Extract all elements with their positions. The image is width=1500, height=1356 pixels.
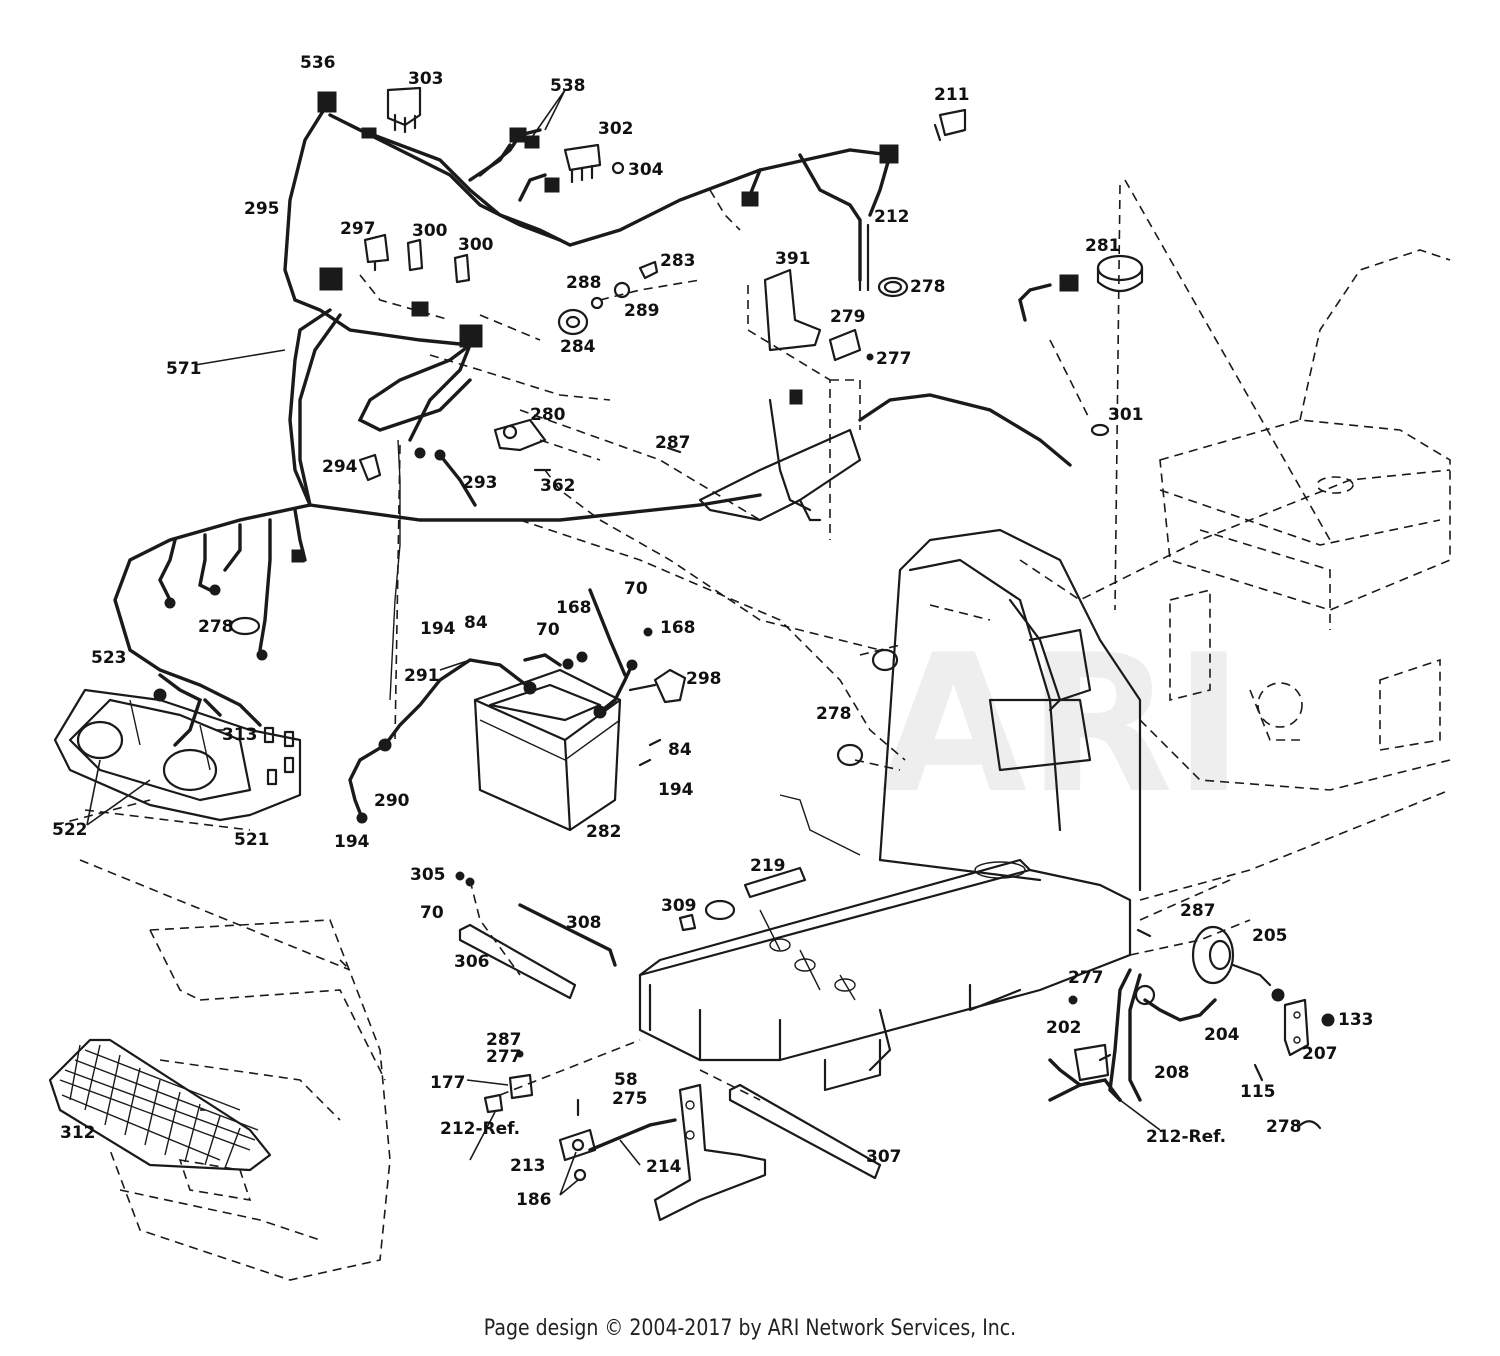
part-label: 302 bbox=[598, 119, 634, 139]
part-label: 214 bbox=[646, 1157, 682, 1177]
guide-lines bbox=[359, 189, 1091, 771]
part-label: 293 bbox=[462, 473, 498, 493]
part-label: 522 bbox=[52, 820, 88, 840]
switch-icon bbox=[358, 86, 1144, 540]
part-label: 291 bbox=[404, 666, 440, 686]
copyright-footer: Page design © 2004-2017 by ARI Network S… bbox=[483, 1316, 1017, 1341]
part-label: 278 bbox=[1266, 1117, 1302, 1137]
part-label: 289 bbox=[624, 301, 660, 321]
grommet-icons bbox=[229, 616, 899, 767]
part-label: 287 bbox=[1180, 901, 1216, 921]
part-label: 283 bbox=[660, 251, 696, 271]
part-label: 278 bbox=[816, 704, 852, 724]
part-label: 194 bbox=[334, 832, 370, 852]
part-label: 177 bbox=[430, 1073, 466, 1093]
part-label: 305 bbox=[410, 865, 446, 885]
part-label: 70 bbox=[420, 903, 444, 923]
part-label: 168 bbox=[660, 618, 696, 638]
part-label: 70 bbox=[536, 620, 560, 640]
part-label: 168 bbox=[556, 598, 592, 618]
hood-grille-icon bbox=[48, 919, 391, 1281]
part-label: 207 bbox=[1302, 1044, 1338, 1064]
horn-icon bbox=[1048, 879, 1335, 1130]
part-label: 205 bbox=[1252, 926, 1288, 946]
part-label: 294 bbox=[322, 457, 358, 477]
part-label: 298 bbox=[686, 669, 722, 689]
part-label: 287 bbox=[655, 433, 691, 453]
leader-lines bbox=[86, 89, 1161, 1196]
part-label: 281 bbox=[1085, 236, 1121, 256]
part-label: 208 bbox=[1154, 1063, 1190, 1083]
part-label: 313 bbox=[222, 725, 258, 745]
wiring-harness-icon bbox=[113, 91, 1079, 747]
watermark: ARI bbox=[880, 614, 1244, 835]
part-label: 290 bbox=[374, 791, 410, 811]
part-label: 308 bbox=[566, 913, 602, 933]
part-label: 275 bbox=[612, 1089, 648, 1109]
part-label: 70 bbox=[624, 579, 648, 599]
part-label: 303 bbox=[408, 69, 444, 89]
part-label: 280 bbox=[530, 405, 566, 425]
part-label: 301 bbox=[1108, 405, 1144, 425]
part-label: 521 bbox=[234, 830, 270, 850]
parts-diagram: ARI bbox=[48, 53, 1451, 1281]
cable-icon bbox=[348, 439, 687, 824]
part-label: 523 bbox=[91, 648, 127, 668]
part-label: 212-Ref. bbox=[440, 1119, 520, 1139]
part-label: 304 bbox=[628, 160, 664, 180]
part-label: 133 bbox=[1338, 1010, 1374, 1030]
part-label: 362 bbox=[540, 476, 576, 496]
part-label: 297 bbox=[340, 219, 376, 239]
part-label: 202 bbox=[1046, 1018, 1082, 1038]
part-label: 295 bbox=[244, 199, 280, 219]
part-label: 300 bbox=[412, 221, 448, 241]
part-label: 115 bbox=[1240, 1082, 1276, 1102]
part-label: 278 bbox=[198, 617, 234, 637]
part-label: 277 bbox=[876, 349, 912, 369]
part-label: 306 bbox=[454, 952, 490, 972]
part-label: 219 bbox=[750, 856, 786, 876]
part-label: 194 bbox=[420, 619, 456, 639]
part-label: 84 bbox=[668, 740, 692, 760]
battery-icon bbox=[473, 668, 622, 832]
part-label: 212 bbox=[874, 207, 910, 227]
part-label: 536 bbox=[300, 53, 336, 73]
part-label: 204 bbox=[1204, 1025, 1240, 1045]
part-label: 58 bbox=[614, 1070, 638, 1090]
part-label: 309 bbox=[661, 896, 697, 916]
part-label: 194 bbox=[658, 780, 694, 800]
lower-front-parts bbox=[79, 859, 882, 1222]
part-label: 277 bbox=[1068, 968, 1104, 988]
frame-icon bbox=[638, 528, 1142, 1092]
part-label: 538 bbox=[550, 76, 586, 96]
part-label: 284 bbox=[560, 337, 596, 357]
part-label: 300 bbox=[458, 235, 494, 255]
rear-body-outline bbox=[1019, 469, 1451, 956]
part-label: 391 bbox=[775, 249, 811, 269]
part-label: 211 bbox=[934, 85, 970, 105]
headlight-assembly-icon bbox=[53, 688, 302, 831]
part-label: 571 bbox=[166, 359, 202, 379]
part-label: 279 bbox=[830, 307, 866, 327]
part-label: 212-Ref. bbox=[1146, 1127, 1226, 1147]
part-label: 84 bbox=[464, 613, 488, 633]
part-label: 278 bbox=[910, 277, 946, 297]
seat-icon bbox=[1114, 179, 1451, 630]
part-label: 213 bbox=[510, 1156, 546, 1176]
part-label: 287 bbox=[486, 1030, 522, 1050]
part-label: 288 bbox=[566, 273, 602, 293]
part-labels: 536 303 538 302 304 211 295 297 300 300 … bbox=[52, 53, 1374, 1210]
part-label: 307 bbox=[866, 1147, 902, 1167]
part-label: 312 bbox=[60, 1123, 96, 1143]
part-label: 282 bbox=[586, 822, 622, 842]
part-label: 277 bbox=[486, 1047, 522, 1067]
part-label: 186 bbox=[516, 1190, 552, 1210]
